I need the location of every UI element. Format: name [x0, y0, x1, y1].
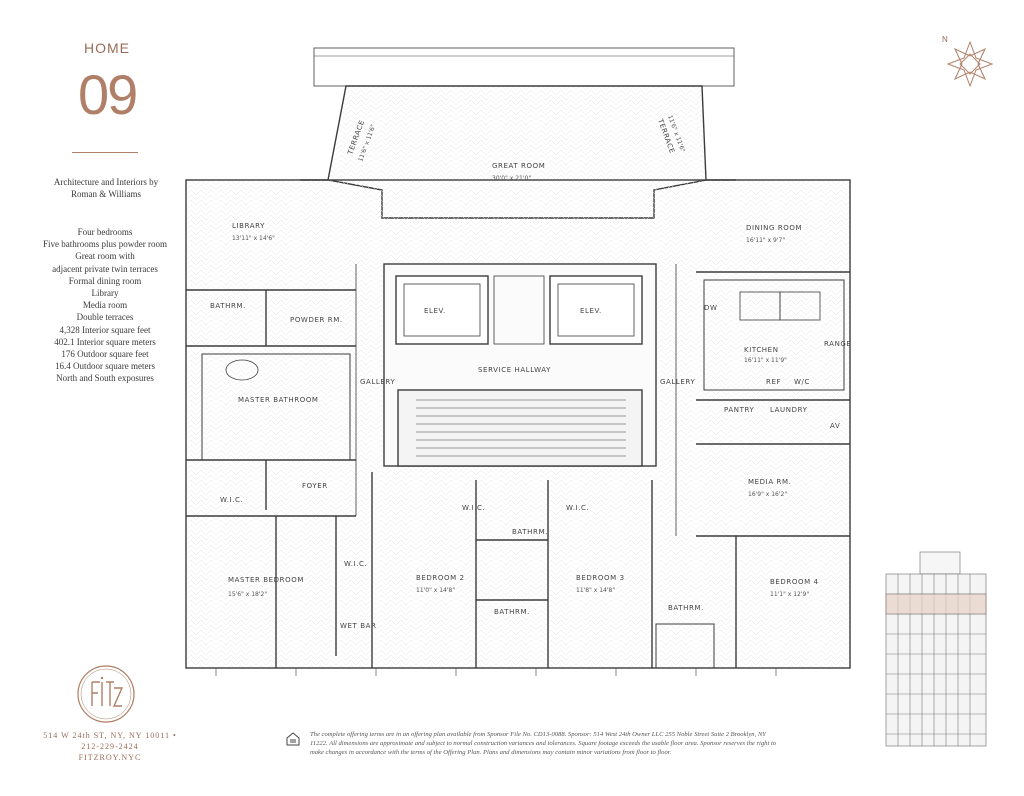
- library-label: LIBRARY: [232, 222, 265, 230]
- bedroom-3-dim: 11'8" x 14'8": [576, 587, 615, 594]
- bedroom-4-label: BEDROOM 4: [770, 578, 819, 586]
- feature-item: North and South exposures: [56, 373, 154, 384]
- av-label: AV: [830, 422, 840, 430]
- feature-item: 4,328 Interior square feet: [59, 324, 151, 335]
- feature-item: Formal dining room: [68, 275, 142, 286]
- address-line: 514 W 24th ST, NY, NY 10011 • 212-229-24…: [43, 731, 177, 751]
- feature-item: Double terraces: [76, 312, 134, 323]
- service-hallway-label: SERVICE HALLWAY: [478, 366, 551, 374]
- media-room-dim: 16'9" x 16'2": [748, 491, 787, 498]
- dining-room-label: DINING ROOM: [746, 224, 802, 232]
- bedroom-2-dim: 11'0" x 14'8": [416, 587, 455, 594]
- feature-item: Library: [91, 288, 119, 299]
- bathroom-4-label: BATHRM.: [668, 604, 704, 612]
- architect-credit: Architecture and Interiors by Roman & Wi…: [40, 176, 172, 200]
- master-bathroom-label: MASTER BATHROOM: [238, 396, 319, 404]
- legal-disclaimer: The complete offering terms are in an of…: [310, 731, 777, 756]
- feature-item: 16.4 Outdoor square meters: [55, 361, 155, 372]
- feature-item: adjacent private twin terraces: [52, 263, 158, 274]
- bathroom-2-label: BATHRM.: [512, 528, 548, 536]
- feature-item: Media room: [82, 300, 128, 311]
- wic-2-label: W.I.C.: [344, 560, 367, 568]
- bathroom-1-label: BATHRM.: [210, 302, 246, 310]
- info-sidebar: HOME 09 Architecture and Interiors by Ro…: [0, 0, 210, 796]
- compass-north-label: N: [942, 35, 948, 44]
- wic-4-label: W.I.C.: [566, 504, 589, 512]
- bedroom-2-label: BEDROOM 2: [416, 574, 465, 582]
- feature-item: Great room with: [75, 251, 135, 262]
- fitzroy-logo: [77, 665, 135, 723]
- range-label: RANGE: [824, 340, 851, 348]
- architect-credit-line1: Architecture and Interiors by: [53, 177, 159, 187]
- great-room-label: GREAT ROOM: [492, 162, 545, 170]
- address-block: 514 W 24th ST, NY, NY 10011 • 212-229-24…: [40, 730, 180, 763]
- floor-plan: TERRACE 11'6" x 11'6" TERRACE 11'6" x 11…: [185, 47, 851, 676]
- dishwasher-label: DW: [704, 304, 718, 312]
- north-compass-icon: N: [942, 35, 994, 88]
- master-bedroom-dim: 15'6" x 18'2": [228, 591, 267, 598]
- divider: [72, 152, 138, 153]
- dining-room-dim: 16'11" x 9'7": [746, 237, 785, 244]
- home-label: HOME: [84, 40, 130, 56]
- powder-room-label: POWDER RM.: [290, 316, 343, 324]
- master-bedroom-label: MASTER BEDROOM: [228, 576, 304, 584]
- foyer-label: FOYER: [302, 482, 328, 490]
- feature-item: Five bathrooms plus powder room: [43, 239, 167, 250]
- laundry-label: LAUNDRY: [770, 406, 808, 414]
- bathroom-3-label: BATHRM.: [494, 608, 530, 616]
- wic-1-label: W.I.C.: [220, 496, 243, 504]
- bedroom-4-dim: 11'1" x 12'9": [770, 591, 809, 598]
- library-dim: 13'11" x 14'6": [232, 235, 275, 242]
- gallery-right-label: GALLERY: [660, 378, 695, 386]
- elevator-1-label: ELEV.: [424, 307, 446, 315]
- home-number: 09: [78, 63, 138, 126]
- great-room-dim: 30'0" x 21'0": [492, 175, 531, 182]
- pantry-label: PANTRY: [724, 406, 754, 414]
- feature-item: 176 Outdoor square feet: [61, 349, 149, 360]
- wine-label: W/C: [794, 378, 810, 386]
- gallery-left-label: GALLERY: [360, 378, 395, 386]
- media-room-label: MEDIA RM.: [748, 478, 791, 486]
- wic-3-label: W.I.C.: [462, 504, 485, 512]
- building-elevation-image: [885, 551, 987, 747]
- website-link[interactable]: FITZROY.NYC: [78, 753, 142, 762]
- kitchen-dim: 16'11" x 11'9": [744, 357, 787, 364]
- equal-housing-icon: [286, 732, 300, 746]
- wet-bar-label: WET BAR: [340, 622, 377, 630]
- bedroom-3-label: BEDROOM 3: [576, 574, 625, 582]
- feature-item: Four bedrooms: [77, 227, 133, 237]
- kitchen-label: KITCHEN: [744, 346, 779, 354]
- feature-item: 402.1 Interior square meters: [54, 336, 156, 347]
- elevator-2-label: ELEV.: [580, 307, 602, 315]
- feature-list: Four bedrooms Five bathrooms plus powder…: [30, 226, 180, 385]
- refrigerator-label: REF: [766, 378, 781, 386]
- architect-credit-line2: Roman & Williams: [71, 189, 141, 199]
